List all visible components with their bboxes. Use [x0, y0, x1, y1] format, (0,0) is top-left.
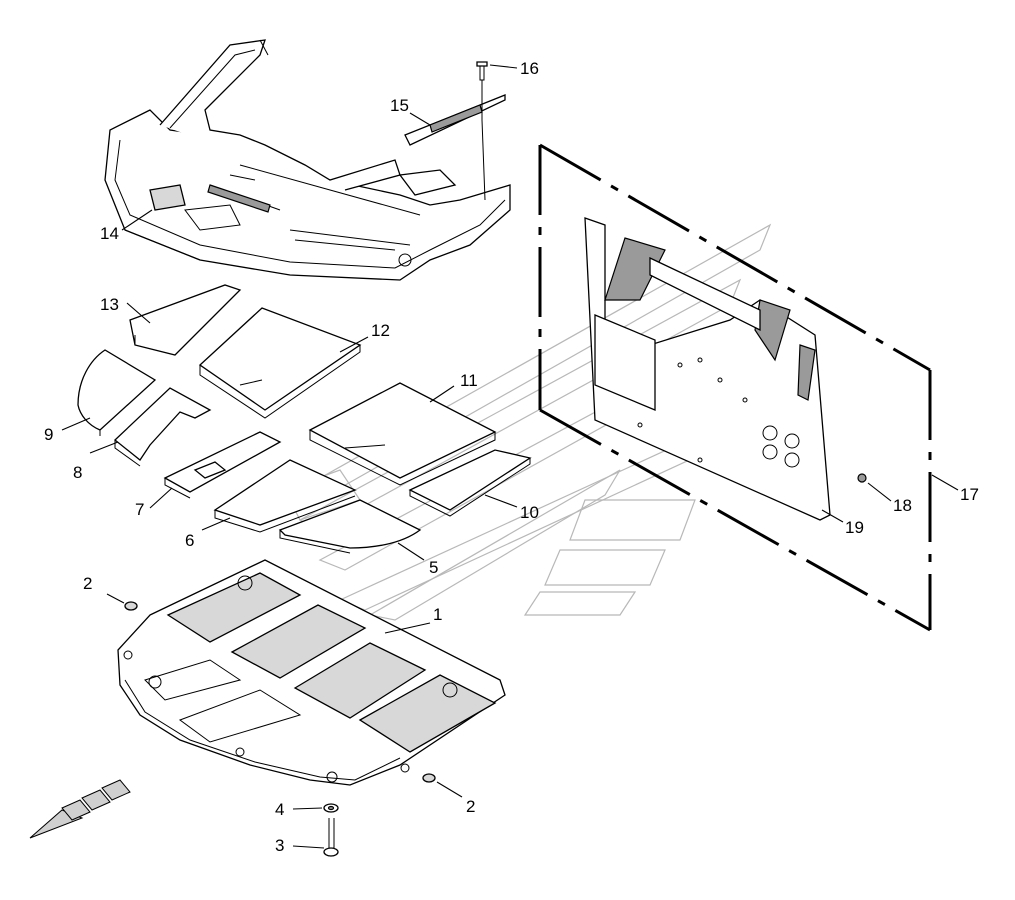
side-panel — [584, 217, 831, 521]
bolt — [323, 818, 339, 857]
pad-6 — [213, 459, 357, 533]
pad-9 — [77, 349, 157, 436]
plug — [857, 473, 867, 483]
pad-5 — [278, 499, 422, 554]
washer — [323, 803, 339, 813]
callout-15: 15 — [390, 96, 409, 115]
callout-labels: 1 2 2 3 4 5 6 7 8 9 10 11 12 13 14 15 16… — [44, 59, 979, 855]
callout-13: 13 — [100, 295, 119, 314]
callout-3: 3 — [275, 836, 284, 855]
forward-arrow-icon — [29, 779, 131, 839]
callout-9: 9 — [44, 425, 53, 444]
callout-2b: 2 — [466, 797, 475, 816]
callout-18: 18 — [893, 496, 912, 515]
callout-4: 4 — [275, 800, 284, 819]
callout-10: 10 — [520, 503, 539, 522]
callout-17: 17 — [960, 485, 979, 504]
callout-12: 12 — [371, 321, 390, 340]
callout-7: 7 — [135, 500, 144, 519]
nut-left — [124, 601, 138, 611]
bottom-pan — [117, 559, 506, 786]
upper-cover — [104, 39, 511, 281]
callout-19: 19 — [845, 518, 864, 537]
callout-14: 14 — [100, 224, 119, 243]
decal-plate — [404, 94, 506, 146]
phantom-frame — [538, 143, 932, 632]
pad-13 — [129, 284, 242, 356]
pad-7 — [163, 431, 282, 499]
pad-12 — [198, 307, 362, 419]
callout-1: 1 — [433, 605, 442, 624]
callout-11: 11 — [460, 371, 478, 390]
pad-11 — [308, 382, 497, 486]
screw-top — [476, 61, 488, 201]
callout-6: 6 — [185, 531, 194, 550]
callout-5: 5 — [429, 558, 438, 577]
callout-16: 16 — [520, 59, 539, 78]
pad-10 — [408, 449, 532, 517]
callout-8: 8 — [73, 463, 82, 482]
leader-lines — [61, 64, 959, 849]
nut-right — [422, 773, 436, 783]
callout-2a: 2 — [83, 574, 92, 593]
